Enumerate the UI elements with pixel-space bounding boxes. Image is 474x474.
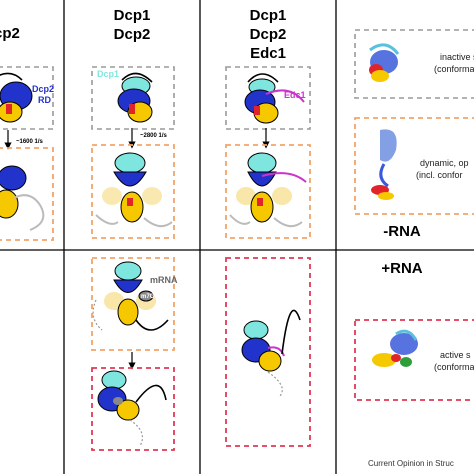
rd-label: RD [38, 95, 51, 105]
col2-rna-bound-state: mRNA m7G [91, 257, 178, 351]
col1-closed-state: Dcp2 RD [0, 66, 54, 130]
dynamic-line2: (incl. confor [416, 170, 463, 180]
edc1-label: Edc1 [284, 90, 306, 100]
col2-open-state [91, 144, 175, 239]
col3-active-state [225, 257, 311, 447]
active-panel: active s (conforma [354, 319, 474, 401]
col3-header-line2: Dcp2 [250, 26, 287, 43]
col1-open-state [0, 147, 54, 241]
m7g-label-1: m7G [141, 294, 155, 300]
active-line1: active s [440, 350, 471, 360]
col1-header: cp2 [0, 25, 20, 42]
col3-closed-state: Edc1 [225, 66, 311, 130]
dynamic-line1: dynamic, op [420, 158, 469, 168]
col3-header-line1: Dcp1 [250, 7, 287, 24]
dynamic-panel: dynamic, op (incl. confor [354, 117, 474, 215]
dcp1-label: Dcp1 [97, 69, 119, 79]
col3-header-line3: Edc1 [250, 45, 286, 62]
inactive-line1: inactive s [440, 52, 474, 62]
col2-active-state [91, 367, 175, 451]
col3-open-state [225, 144, 311, 239]
col2-closed-state: Dcp1 [91, 66, 175, 130]
active-line2: (conforma [434, 362, 474, 372]
rate-col2: ~2800 1/s [140, 133, 168, 139]
col2-header-line2: Dcp2 [114, 26, 151, 43]
inactive-panel: inactive s (conforma [354, 29, 474, 99]
rate-col1: ~1600 1/s [16, 139, 44, 145]
dcp2-label: Dcp2 [32, 84, 54, 94]
minus-rna-label: -RNA [383, 223, 421, 240]
caption: Current Opinion in Struc [368, 459, 454, 468]
inactive-line2: (conforma [434, 64, 474, 74]
col2-header-line1: Dcp1 [114, 7, 151, 24]
plus-rna-label: +RNA [381, 260, 422, 277]
mrna-label: mRNA [150, 275, 178, 285]
